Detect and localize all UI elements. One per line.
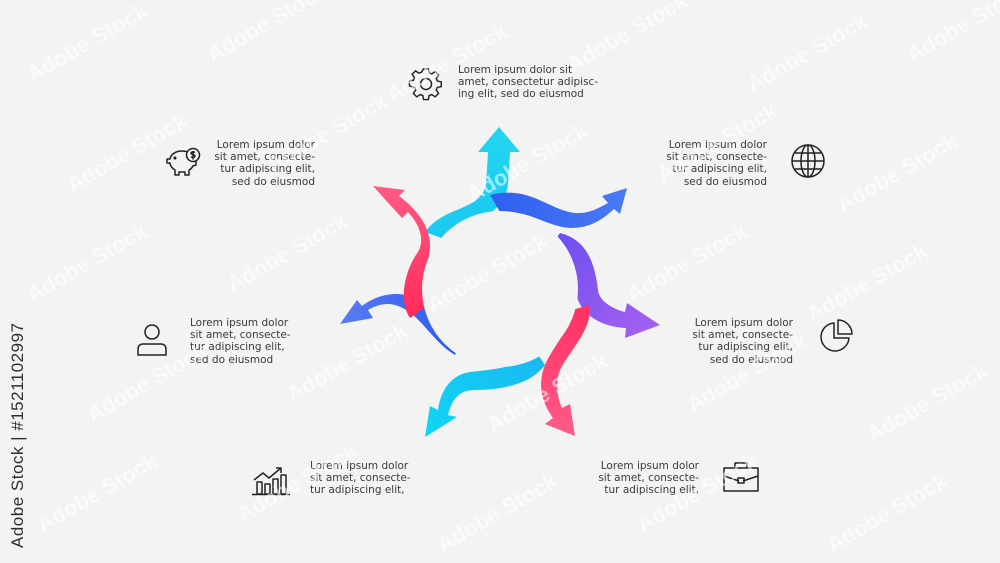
arrow-lower-right xyxy=(541,305,591,436)
label-top: Lorem ipsum dolor sit amet, consectetur … xyxy=(458,64,599,101)
arrow-upper-right xyxy=(490,188,627,228)
arrow-top xyxy=(425,127,520,243)
arrow-upper-left xyxy=(373,186,430,318)
label-middle-left: Lorem ipsum dolor sit amet, consecte- tu… xyxy=(190,317,291,366)
bar-chart-growth-icon xyxy=(252,464,290,496)
watermark-side-text: Adobe Stock | #1521102997 xyxy=(8,322,27,549)
briefcase-icon xyxy=(722,461,760,493)
label-upper-right: Lorem ipsum dolor sit amet, consecte- tu… xyxy=(666,139,767,188)
center-ring xyxy=(422,211,578,367)
label-middle-right: Lorem ipsum dolor sit amet, consecte- tu… xyxy=(692,317,793,366)
user-icon xyxy=(136,323,168,357)
arrow-bottom xyxy=(425,350,545,437)
gear-icon xyxy=(408,66,444,102)
label-lower-left: Lorem ipsum dolor sit amet, consecte- tu… xyxy=(310,460,411,497)
arrow-right xyxy=(548,233,660,338)
globe-icon xyxy=(790,143,826,179)
label-lower-right: Lorem ipsum dolor sit amet, consecte- tu… xyxy=(598,460,699,497)
label-upper-left: Lorem ipsum dolor sit amet, consecte- tu… xyxy=(214,139,315,188)
piggy-bank-dollar-icon xyxy=(164,145,202,179)
pie-chart-icon xyxy=(818,318,854,354)
